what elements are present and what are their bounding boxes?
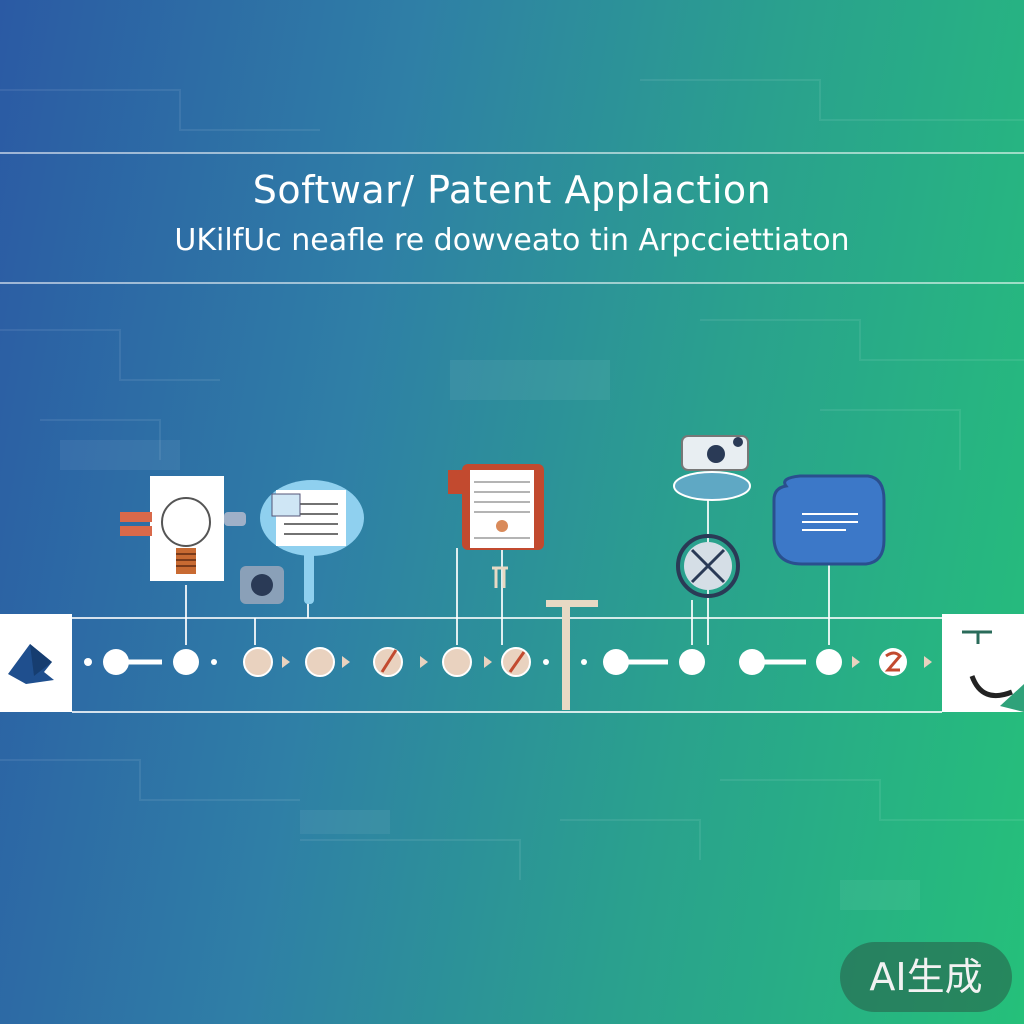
timeline-dot [84,658,92,666]
projector-icon [673,435,751,501]
arrow-marker [282,656,290,668]
timeline-dot [211,659,217,665]
timeline-node [173,649,199,675]
header-top-rule [0,152,1024,154]
timeline-dot [581,659,587,665]
timeline-node [442,647,472,677]
right-end-card [942,614,1024,712]
arrow-marker [420,656,428,668]
page-subtitle: UKilfUc neafle re dowveato tin Arpcciett… [174,223,850,258]
node-mark [884,651,903,672]
document-magnifier-icon [240,480,364,604]
pen-icon [962,630,1024,712]
arrow-marker [852,656,860,668]
ai-generated-badge: AI生成 [840,942,1012,1012]
node-mark [380,649,398,673]
timeline-node [816,649,842,675]
timeline-node [103,649,129,675]
left-end-card [0,614,72,712]
arrow-marker [924,656,932,668]
notebook-icon [448,464,544,588]
timeline-node [739,649,765,675]
speech-bubble-icon [772,474,886,566]
timeline-node [305,647,335,677]
bird-icon [8,644,54,684]
crane-mast [562,600,570,710]
page-title: Softwar/ Patent Applaction [252,168,772,212]
node-mark [508,651,526,673]
arrow-marker [484,656,492,668]
timeline-node [679,649,705,675]
arrow-marker [342,656,350,668]
timeline-node [243,647,273,677]
lightbulb-icon [120,476,246,581]
crane-arm [546,600,598,607]
pinwheel-icon [676,534,740,598]
header-bottom-rule [0,282,1024,284]
timeline-dot [543,659,549,665]
timeline-node [603,649,629,675]
